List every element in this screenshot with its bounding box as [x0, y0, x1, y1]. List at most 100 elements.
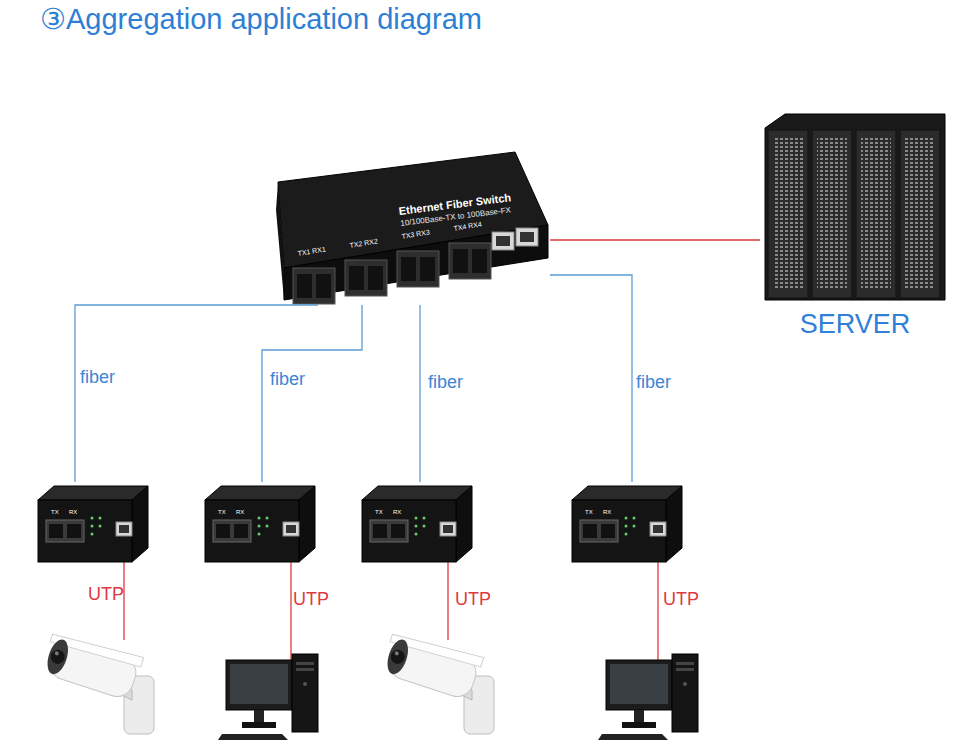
cable-label: UTP: [455, 590, 491, 610]
converter-body-part: [456, 486, 472, 562]
status-led: [625, 517, 636, 536]
node-text: RX: [69, 509, 77, 516]
server-rack-part: [905, 138, 935, 290]
rj45-port-part: [520, 232, 534, 242]
converter-body-part: [205, 486, 315, 500]
converter-body: [572, 486, 682, 562]
camera-part-part: [384, 637, 412, 677]
rj45-port-part: [443, 525, 453, 533]
media-converter: TXRX: [362, 482, 472, 564]
status-led-part: [423, 525, 426, 528]
node-text: SERVER: [760, 310, 950, 340]
sc-port-part: [46, 520, 84, 542]
switch-body: [276, 152, 548, 300]
camera-part-part: [394, 651, 399, 656]
media-converter-shape: [205, 482, 315, 564]
fiber-port-part: [449, 243, 491, 279]
rj45-port-part: [516, 228, 538, 246]
fiber-port-part: [293, 268, 335, 304]
fiber-port-part: [472, 249, 487, 273]
sc-port: [46, 520, 84, 542]
camera-part-part: [44, 637, 72, 677]
media-converter-shape: [38, 482, 148, 564]
status-led: [91, 517, 102, 536]
cable-label: UTP: [88, 585, 124, 605]
connector: [550, 239, 760, 240]
camera-part: [40, 628, 144, 701]
edge-label: fiber: [80, 368, 115, 388]
media-converter: TX RX: [38, 482, 148, 564]
status-led-part: [625, 517, 628, 520]
converter-body-part: [38, 486, 148, 500]
rj45-port: [283, 522, 299, 536]
camera-part-part: [54, 651, 59, 656]
node-text: RX: [393, 509, 401, 516]
computer-part: [634, 710, 644, 724]
media-converter: TXRX: [572, 482, 682, 564]
rj45-port-part: [119, 525, 129, 533]
rj45-port-part: [492, 232, 514, 250]
computer-part: [254, 710, 264, 724]
status-led-part: [423, 517, 426, 520]
sc-port: [370, 520, 408, 542]
fiber-port-part: [349, 266, 364, 290]
fiber-port: [293, 243, 491, 304]
status-led-part: [266, 517, 269, 520]
computer-part: [676, 662, 694, 665]
sc-port-part: [580, 520, 618, 542]
cable-label: UTP: [293, 590, 329, 610]
fiber-port-part: [397, 251, 439, 287]
converter-body-part: [362, 486, 472, 500]
rj45-port: [650, 522, 666, 536]
computer: [598, 654, 698, 740]
rj45-port: [116, 522, 132, 536]
converter-body-part: [666, 486, 682, 562]
server-rack-part: [900, 130, 940, 298]
converter-body: [205, 486, 315, 562]
node-text: RX: [236, 509, 244, 516]
computer-part: [292, 654, 318, 732]
computer-part: [242, 722, 276, 728]
status-led-part: [625, 525, 628, 528]
rj45-port-part: [440, 522, 456, 536]
node-text: TX: [51, 509, 59, 516]
fiber-port-part: [297, 274, 312, 298]
connector: [419, 305, 420, 482]
rj45-port: [492, 228, 538, 250]
rj45-port-part: [653, 525, 663, 533]
status-led-part: [415, 525, 418, 528]
converter-body-part: [205, 500, 299, 562]
media-converter: TXRX: [205, 482, 315, 564]
status-led-part: [258, 517, 261, 520]
media-converter-shape: [362, 482, 472, 564]
computer-part: [683, 682, 687, 686]
status-led-part: [625, 533, 628, 536]
converter-body-part: [572, 500, 666, 562]
converter-body-part: [38, 500, 132, 562]
camera: [380, 628, 494, 734]
sc-port-part: [601, 524, 615, 538]
sc-port-part: [373, 524, 387, 538]
diagram-title: ③Aggregation application diagram: [40, 4, 482, 36]
sc-port-part: [216, 524, 230, 538]
edge-label: fiber: [636, 373, 671, 393]
fiber-port-part: [345, 260, 387, 296]
converter-body-part: [362, 500, 456, 562]
switch-body-part: [276, 182, 284, 300]
converter-body: [38, 486, 148, 562]
server: SERVER: [760, 110, 950, 355]
sc-port-part: [49, 524, 63, 538]
rj45-port-part: [496, 236, 510, 246]
connector: [262, 305, 362, 482]
converter-body: [362, 486, 472, 562]
status-led-part: [415, 517, 418, 520]
camera-part: [380, 628, 484, 701]
status-led-part: [633, 517, 636, 520]
fiber-port-part: [420, 257, 435, 281]
status-led: [415, 517, 426, 536]
sc-port-part: [67, 524, 81, 538]
server-rack-part: [861, 138, 891, 290]
server-rack-part: [768, 130, 808, 298]
sc-port: [213, 520, 251, 542]
